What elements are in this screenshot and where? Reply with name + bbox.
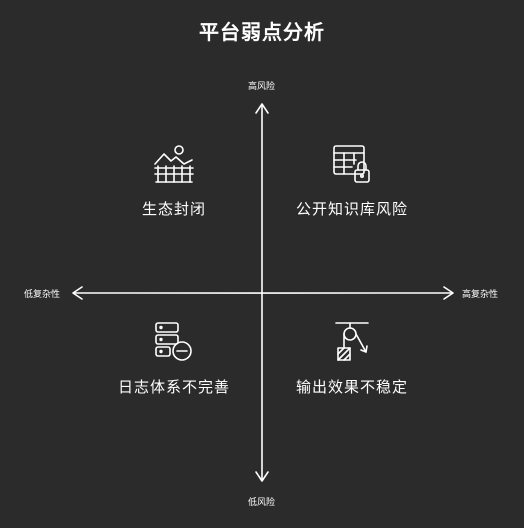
- closed-ecosystem-fence-icon: [154, 145, 194, 183]
- quadrant-bottom-left: 日志体系不完善: [74, 320, 274, 397]
- horizontal-axis-arrow-right: [443, 286, 454, 300]
- server-log-minus-icon: [155, 322, 192, 361]
- vertical-axis-arrow-top: [255, 103, 269, 114]
- quadrant-label-bottom-right: 输出效果不稳定: [295, 378, 408, 396]
- pulley-weight-icon: [335, 322, 369, 361]
- horizontal-axis-arrow-left: [72, 286, 83, 300]
- quadrant-top-left: 生态封闭: [74, 142, 274, 219]
- quadrant-label-top-right: 公开知识库风险: [295, 200, 408, 218]
- page-title: 平台弱点分析: [199, 20, 325, 44]
- quadrant-label-top-left: 生态封闭: [141, 200, 206, 218]
- axis-label-high-risk: 高风险: [248, 82, 276, 92]
- axis-label-high-complexity: 高复杂性: [462, 290, 499, 300]
- vertical-axis-arrow-bottom: [255, 471, 269, 482]
- quadrant-bottom-right: 输出效果不稳定: [252, 320, 452, 397]
- quadrant-label-bottom-left: 日志体系不完善: [117, 378, 230, 396]
- axis-label-low-complexity: 低复杂性: [24, 290, 61, 300]
- locked-database-table-icon: [333, 145, 370, 183]
- quadrant-top-right: 公开知识库风险: [252, 142, 452, 219]
- axis-label-low-risk: 低风险: [248, 498, 276, 508]
